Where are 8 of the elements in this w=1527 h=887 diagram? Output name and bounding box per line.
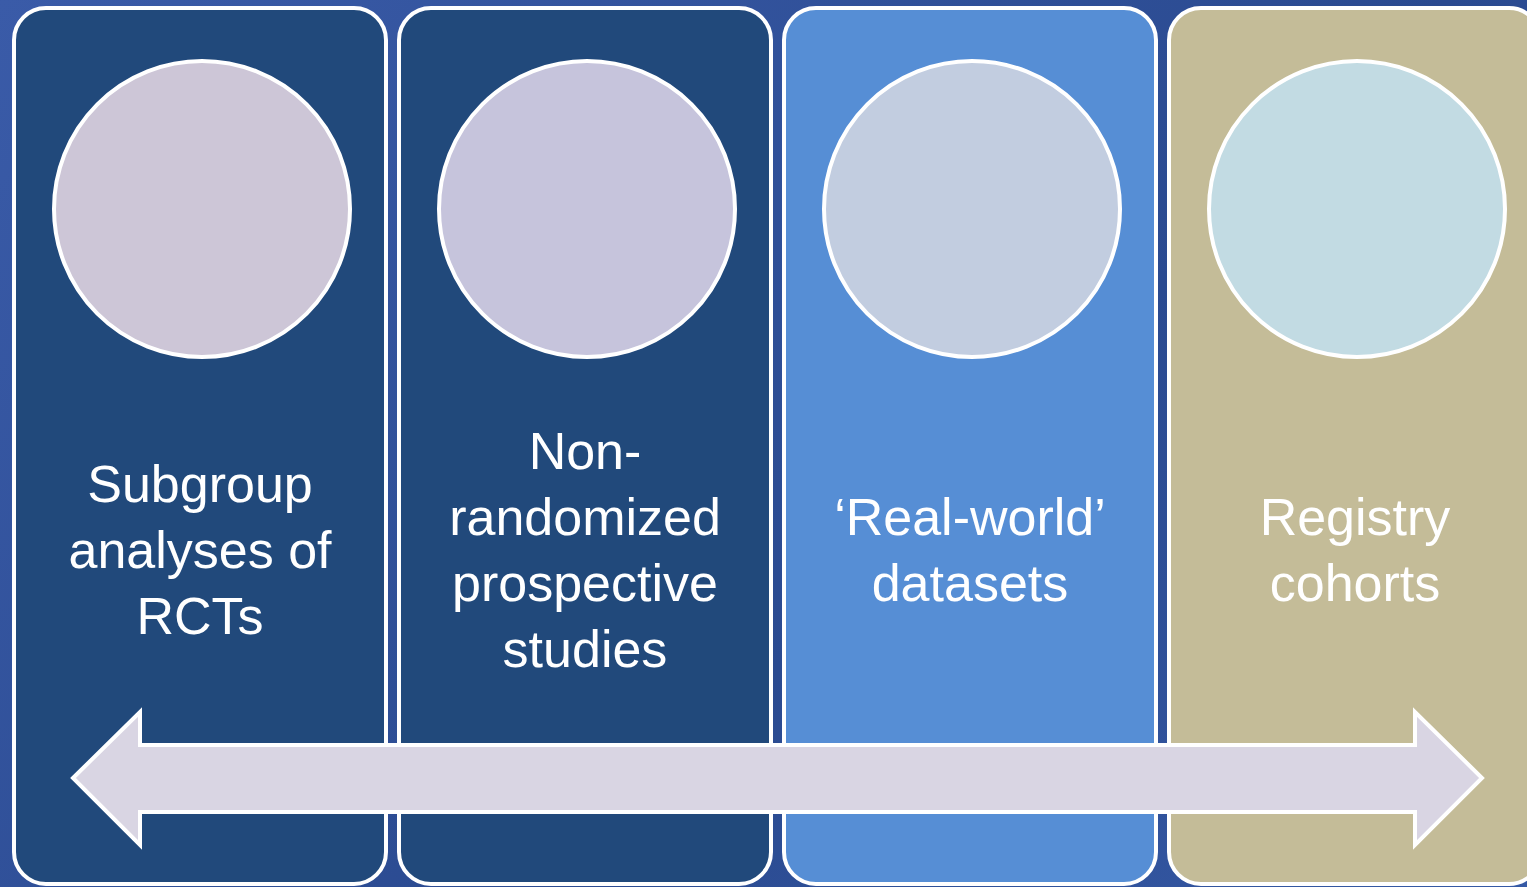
column-panel [1167,6,1527,886]
column-label: Subgroup analyses of RCTs [67,454,333,647]
column-label: ‘Real-world’ datasets [833,487,1107,614]
column-panel [397,6,773,886]
column-label: Non-randomized prospective studies [448,421,722,680]
column-panel [782,6,1158,886]
column-panel [12,6,388,886]
column-label: Registry cohorts [1258,487,1452,614]
